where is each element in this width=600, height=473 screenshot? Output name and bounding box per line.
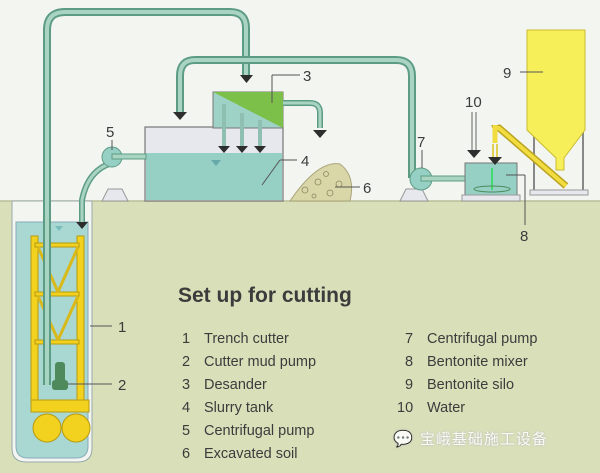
trench-cutter <box>30 235 91 443</box>
diagram-title: Set up for cutting <box>178 284 352 307</box>
legend-item: Desander <box>204 377 267 393</box>
slurry-tank <box>144 126 284 202</box>
centrifugal-pump-5 <box>76 146 147 229</box>
legend-number: 4 <box>182 400 190 416</box>
legend-number: 7 <box>405 331 413 347</box>
desander <box>212 91 327 153</box>
legend-number: 5 <box>182 423 190 439</box>
callout-10: 10 <box>465 94 482 111</box>
callout-2: 2 <box>118 377 126 394</box>
legend-number: 10 <box>397 400 413 416</box>
flow-arrow-icon <box>240 75 253 83</box>
flow-arrow-icon <box>313 130 327 138</box>
callout-numbers: 1 2 3 4 5 6 7 8 9 10 <box>106 65 528 394</box>
cutter-mud-pump <box>52 362 68 390</box>
legend-item: Bentonite mixer <box>427 354 528 370</box>
flow-arrow-icon <box>467 150 481 158</box>
legend-number: 8 <box>405 354 413 370</box>
callout-5: 5 <box>106 124 114 141</box>
water-inlet <box>471 112 477 150</box>
cutter-wheel <box>61 413 91 443</box>
callout-1: 1 <box>118 319 126 336</box>
ground <box>0 201 600 473</box>
legend-item: Slurry tank <box>204 400 274 416</box>
flow-arrows <box>218 146 266 153</box>
wechat-icon: 💬 <box>393 430 414 448</box>
legend-item: Centrifugal pump <box>427 331 537 347</box>
callout-7: 7 <box>417 134 425 151</box>
callout-8: 8 <box>520 228 528 245</box>
cutter-wheel <box>32 413 62 443</box>
excavated-soil <box>289 163 353 202</box>
leader-lines <box>68 71 543 385</box>
legend-item: Cutter mud pump <box>204 354 316 370</box>
legend-number: 9 <box>405 377 413 393</box>
callout-9: 9 <box>503 65 511 82</box>
legend-item: Water <box>427 400 465 416</box>
legend-item: Bentonite silo <box>427 377 514 393</box>
watermark-text: 宝峨基础施工设备 <box>419 431 548 448</box>
legend: 1 Trench cutter 2 Cutter mud pump 3 Desande… <box>182 331 537 462</box>
flow-arrow-icon <box>173 112 187 120</box>
legend-number: 2 <box>182 354 190 370</box>
callout-4: 4 <box>301 153 309 170</box>
screw-conveyor <box>491 124 569 189</box>
flow-arrow-icon <box>76 222 88 229</box>
watermark: 💬 宝峨基础施工设备 <box>393 428 548 449</box>
legend-number: 1 <box>182 331 190 347</box>
callout-3: 3 <box>303 68 311 85</box>
legend-number: 3 <box>182 377 190 393</box>
bentonite-silo <box>491 29 589 196</box>
pipe-pump7-to-tank <box>173 56 416 178</box>
legend-item: Excavated soil <box>204 446 298 462</box>
legend-number: 6 <box>182 446 190 462</box>
callout-6: 6 <box>363 180 371 197</box>
bentonite-mixer <box>461 112 521 202</box>
centrifugal-pump-7 <box>399 167 468 202</box>
pipe-trench-to-desander <box>43 8 253 385</box>
legend-item: Centrifugal pump <box>204 423 314 439</box>
flow-arrow-icon <box>488 157 502 165</box>
legend-item: Trench cutter <box>204 331 289 347</box>
